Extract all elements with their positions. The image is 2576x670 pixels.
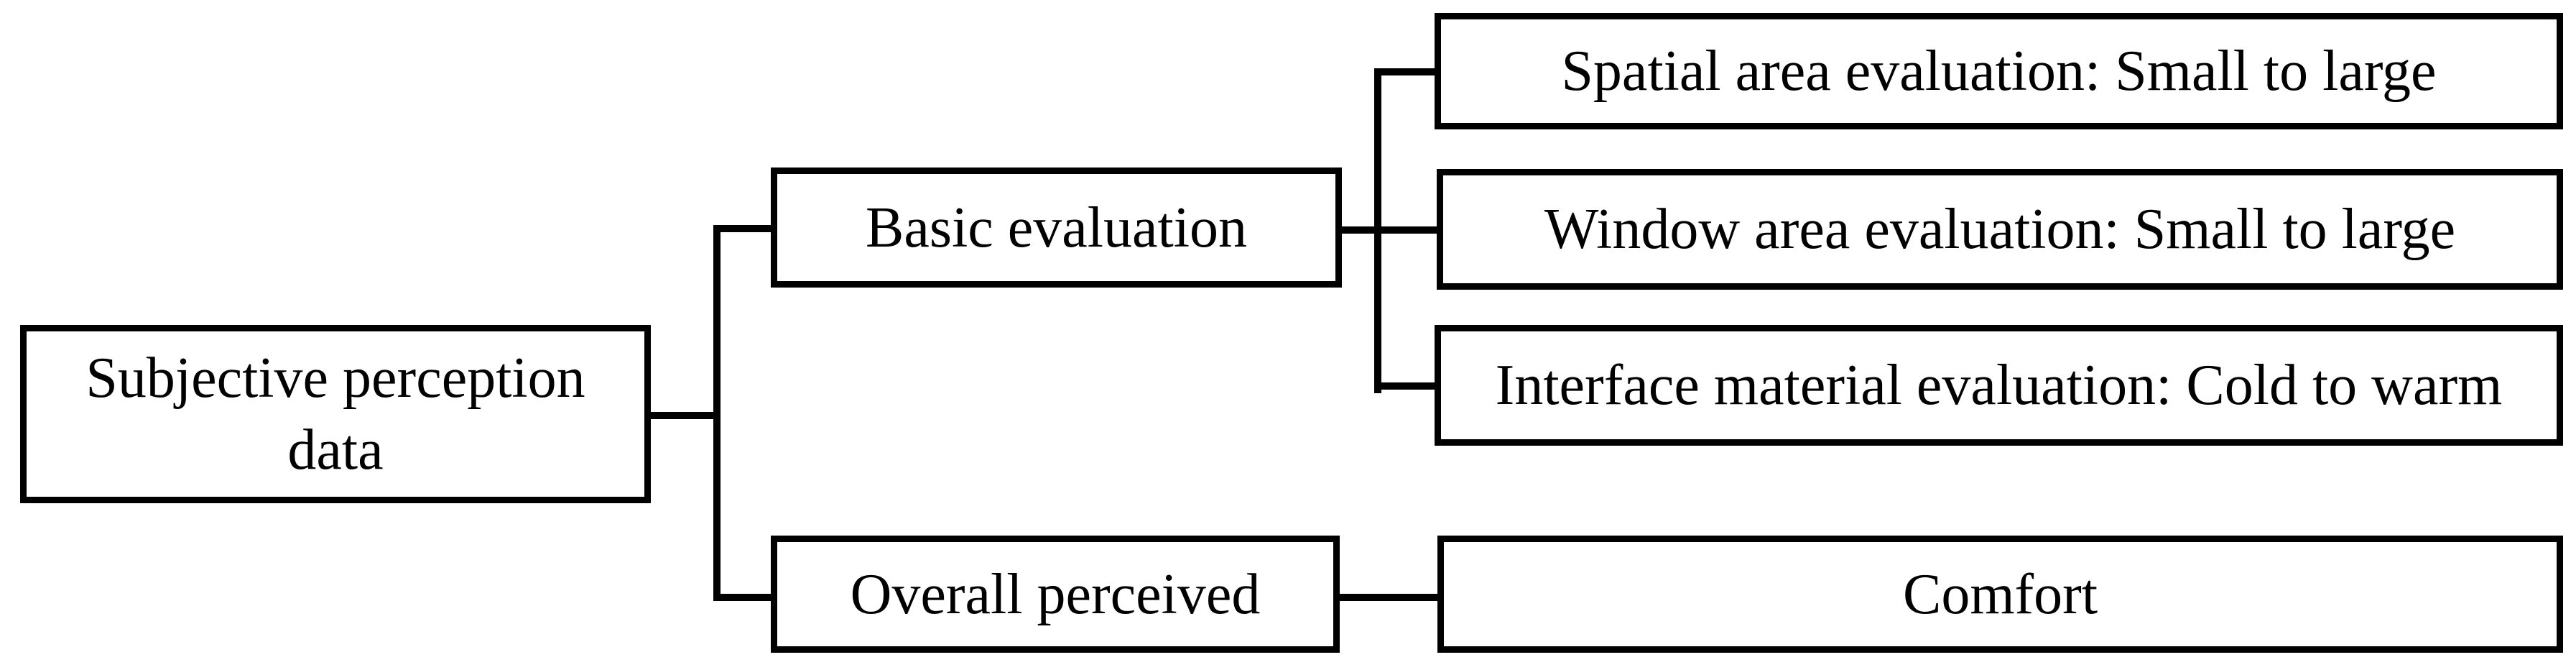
connector-root-to-trunk — [648, 412, 721, 419]
node-interface-material-evaluation: Interface material evaluation: Cold to w… — [1435, 325, 2563, 446]
connector-trunk-to-interface — [1374, 382, 1440, 390]
node-comfort: Comfort — [1437, 536, 2563, 653]
node-label: Interface material evaluation: Cold to w… — [1495, 354, 2503, 417]
connector-left-trunk-vertical — [713, 225, 721, 601]
node-label: Overall perceived — [850, 562, 1261, 626]
connector-right-trunk-vertical — [1374, 68, 1381, 393]
node-overall-perceived: Overall perceived — [771, 536, 1340, 653]
connector-trunk-to-spatial — [1374, 68, 1440, 75]
node-label: Basic evaluation — [866, 196, 1247, 260]
node-subjective-perception-data: Subjective perception data — [20, 325, 651, 503]
node-label: Subjective perception data — [85, 347, 585, 482]
node-label: Comfort — [1902, 562, 2098, 626]
node-window-area-evaluation: Window area evaluation: Small to large — [1437, 169, 2563, 290]
connector-overall-to-comfort — [1337, 594, 1442, 601]
node-label: Spatial area evaluation: Small to large — [1561, 40, 2437, 103]
node-label: Window area evaluation: Small to large — [1544, 198, 2456, 261]
node-basic-evaluation: Basic evaluation — [771, 168, 1342, 288]
node-spatial-area-evaluation: Spatial area evaluation: Small to large — [1435, 13, 2563, 129]
connector-trunk-to-basic — [713, 225, 776, 232]
connector-basic-to-window — [1339, 226, 1442, 234]
connector-trunk-to-overall — [713, 594, 778, 601]
